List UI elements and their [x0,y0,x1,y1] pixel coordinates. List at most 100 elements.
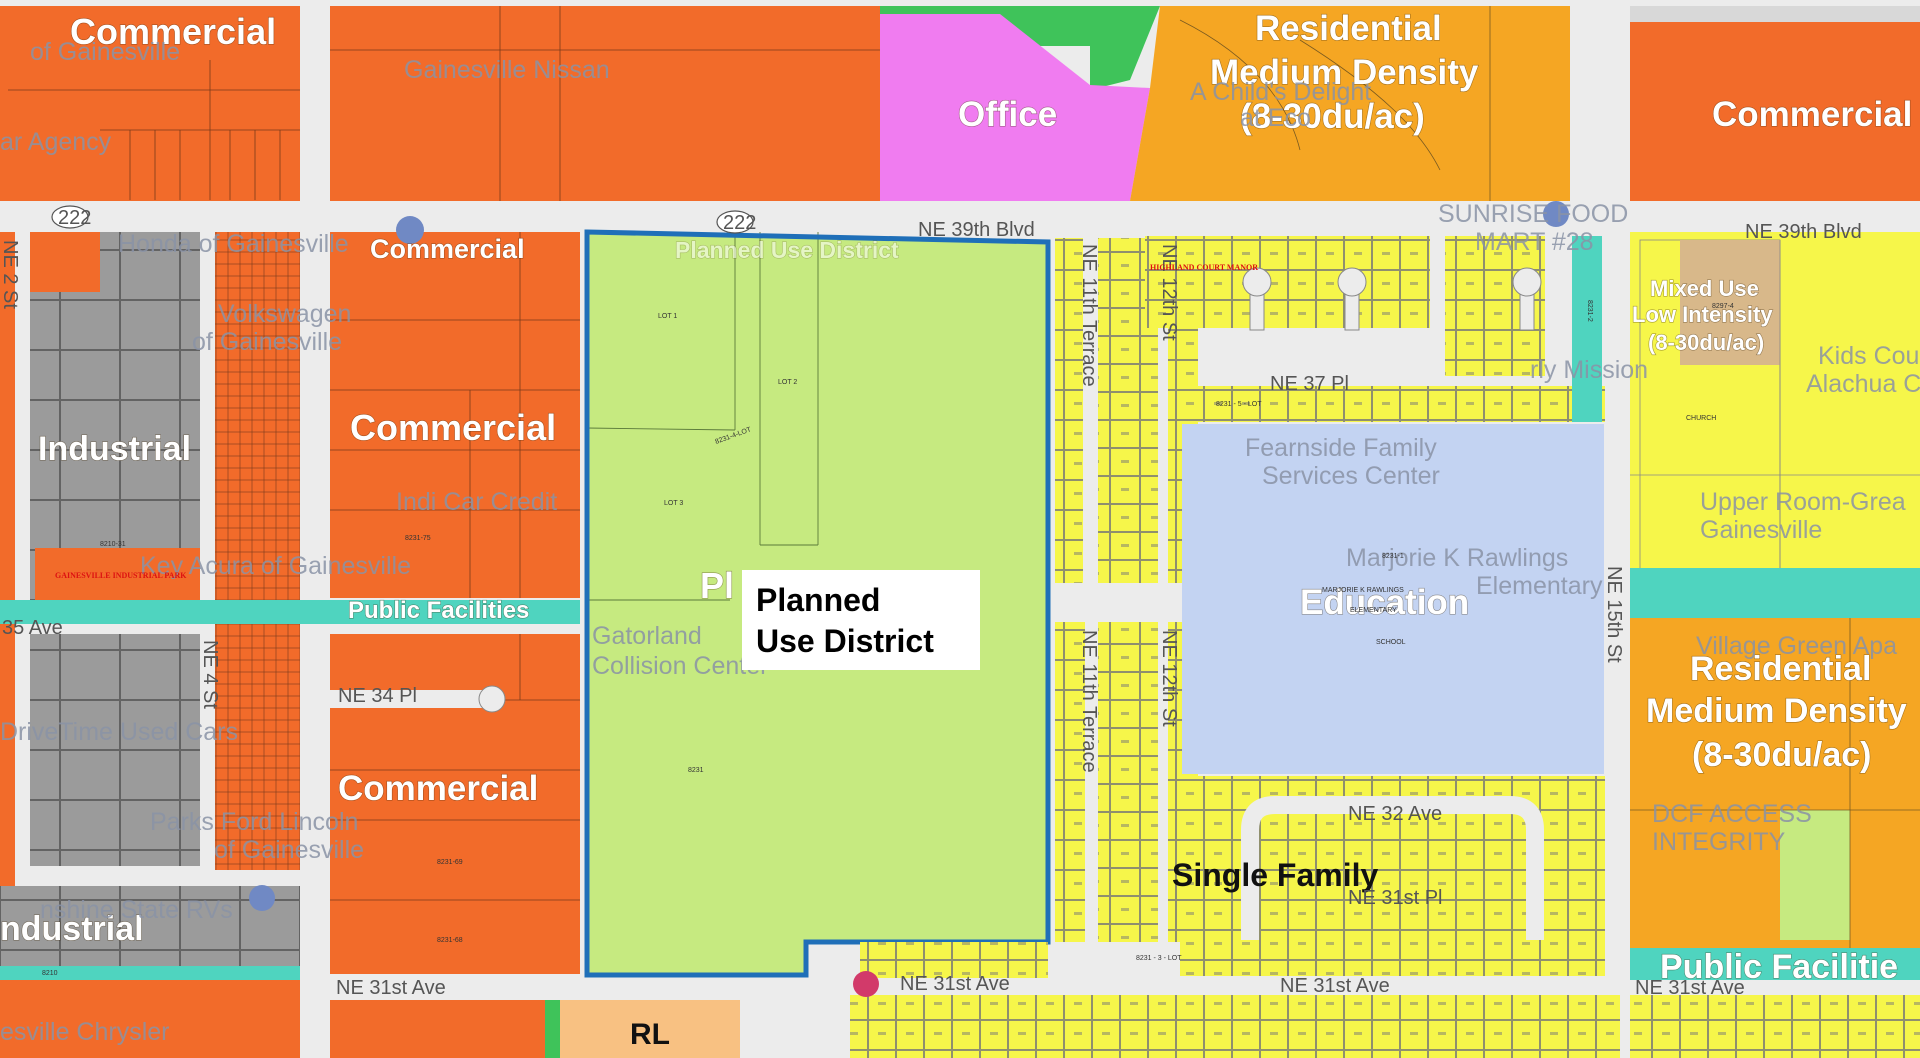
poi-upper-room-1[interactable]: Upper Room-Grea [1700,488,1906,516]
pud-boundary-outline [584,229,1051,978]
poi-volkswagen-1[interactable]: Volkswagen [218,300,351,328]
zone-residential-medium-east [1630,618,1920,948]
parcel-industrial-park: GAINESVILLE INDUSTRIAL PARK [55,571,187,580]
poi-marjorie-2[interactable]: Elementary [1476,572,1603,600]
poi-gatorland-1[interactable]: Gatorland [592,622,702,650]
label-res-med-top-1: Residential [1255,9,1442,48]
label-industrial-w: Industrial [38,430,191,468]
label-education: Education [1300,583,1469,622]
street-ne31ave-w: NE 31st Ave [336,977,446,999]
poi-volkswagen-2[interactable]: of Gainesville [192,328,342,356]
street-ne2st: NE 2 St [0,240,21,309]
poi-parks-ford-1[interactable]: Parks Ford Lincoln [150,808,358,836]
map-pin-icon[interactable] [249,201,1569,997]
parcel-school-2: ELEMENTARY [1350,607,1397,614]
label-mixed-use-1: Mixed Use [1650,276,1759,301]
parcel-8210: 8210 [42,970,58,977]
zone-commercial-west-strip [0,232,15,892]
street-ne15st: NE 15th St [1603,566,1625,663]
street-ne12st-n: NE 12th St [1158,244,1180,341]
route-222-label-w: 222 [58,207,91,229]
poi-kids-count-1[interactable]: Kids Count [1818,342,1920,370]
parcel-highland: HIGHLAND COURT MANOR [1150,263,1258,272]
parcel-8231-75: 8231-75 [405,535,431,542]
poi-chrysler[interactable]: esville Chrysler [0,1018,169,1046]
poi-fearnside-2[interactable]: Services Center [1262,462,1440,490]
poi-dcf-1[interactable]: DCF ACCESS [1652,800,1812,828]
label-industrial-sw: ndustrial [0,910,144,948]
zone-commercial-north-center [330,6,880,201]
poi-early-mission[interactable]: rly Mission [1530,356,1648,384]
poi-indi-car-credit[interactable]: Indi Car Credit [396,488,557,516]
zone-rl [560,1000,740,1058]
poi-village-green[interactable]: Village Green Apa [1696,632,1897,660]
pud-callout-line-2: Use District [756,623,934,659]
poi-childs-delight-1[interactable]: A Child's Delight [1190,78,1371,106]
label-res-med-top-2: Medium Density [1210,53,1479,92]
parcel-8210-31: 8210-31 [100,541,126,548]
poi-sunshine-rvs[interactable]: nshine State RVs [40,896,233,924]
poi-dcf-2[interactable]: INTEGRITY [1652,828,1786,856]
label-pud-faded: Planned Use District [675,237,899,263]
label-res-med-e-1: Residential [1690,650,1871,688]
zone-single-family [850,236,1920,1058]
poi-sunrise-1[interactable]: SUNRISE FOOD [1438,200,1628,228]
label-public-facilities-se: Public Facilitie [1660,948,1898,986]
label-commercial-nw: Commercial [70,11,276,52]
street-ne4st: NE 4 St [199,640,221,709]
parcel-8231-69: 8231-69 [437,859,463,866]
label-mixed-use-3: (8-30du/ac) [1648,330,1764,355]
zone-commercial-nw [0,6,300,201]
label-rl: RL [630,1018,670,1051]
label-single-family: Single Family [1172,857,1378,893]
street-ne31stpl: NE 31st Pl [1348,887,1442,909]
parcel-8231-2: 8231-2 [1586,300,1593,322]
poi-agency[interactable]: ar Agency [0,128,112,156]
poi-gatorland-2[interactable]: Collision Center [592,652,768,680]
parcel-8297-4: 8297-4 [1712,303,1734,310]
parcel-lot-2: LOT 2 [778,379,797,386]
parcel-school-3: SCHOOL [1376,639,1406,646]
zone-commercial-center-west [330,232,580,974]
street-ne31ave-m: NE 31st Ave [900,973,1010,995]
poi-upper-room-2[interactable]: Gainesville [1700,516,1822,544]
parcel-8231-68: 8231-68 [437,937,463,944]
route-222-shield-w [51,205,89,229]
street-ne31ave-e: NE 31st Ave [1635,977,1745,999]
poi-of-gainesville-top[interactable]: of Gainesville [30,38,180,66]
street-ne35ave: 35 Ave [2,617,63,639]
label-pud-partial: Pl [700,565,734,606]
street-ne11terr-s: NE 11th Terrace [1078,630,1100,773]
poi-fearnside-1[interactable]: Fearnside Family [1245,434,1437,462]
street-ne12st-s: NE 12th St [1158,630,1180,727]
street-ne34pl: NE 34 Pl [338,685,417,707]
poi-key-acura[interactable]: Key Acura of Gainesville [140,552,411,580]
poi-honda[interactable]: Honda of Gainesville [118,230,349,258]
parcel-pud-id: 8231 [688,767,704,774]
pud-callout-box: Planned Use District [742,570,980,670]
route-222-label-c: 222 [723,212,756,234]
poi-kids-count-2[interactable]: Alachua Co [1806,370,1920,398]
street-ne37pl: NE 37 Pl [1270,373,1349,395]
label-res-med-e-2: Medium Density [1646,692,1907,730]
zone-public-facilities-east-band [1630,568,1920,618]
parcel-school-id: 8231-1 [1382,553,1404,560]
poi-marjorie-1[interactable]: Marjorie K Rawlings [1346,544,1568,572]
parcel-lot-6: 8231 - 3 - LOT [1136,955,1182,962]
label-mixed-use-2: Low Intensity [1632,302,1773,327]
parcel-lot-3: LOT 3 [664,500,683,507]
pud-callout-line-1: Planned [756,582,881,618]
zone-residential-medium-top [1130,6,1570,201]
poi-childs-delight-2[interactable]: at Eco [1240,104,1311,132]
parcel-lot-5: 8231 - 5 - LOT [1216,401,1262,408]
poi-drivetime[interactable]: DriveTime Used Cars [0,718,238,746]
poi-sunrise-2[interactable]: MART #28 [1475,228,1594,256]
label-commercial-mid: Commercial [350,407,556,448]
zone-commercial-south [330,1000,560,1058]
poi-parks-ford-2[interactable]: of Gainesville [214,836,364,864]
street-ne39-west: NE 39th Blvd [918,219,1035,241]
label-office: Office [958,95,1057,134]
poi-gainesville-nissan[interactable]: Gainesville Nissan [404,56,610,84]
